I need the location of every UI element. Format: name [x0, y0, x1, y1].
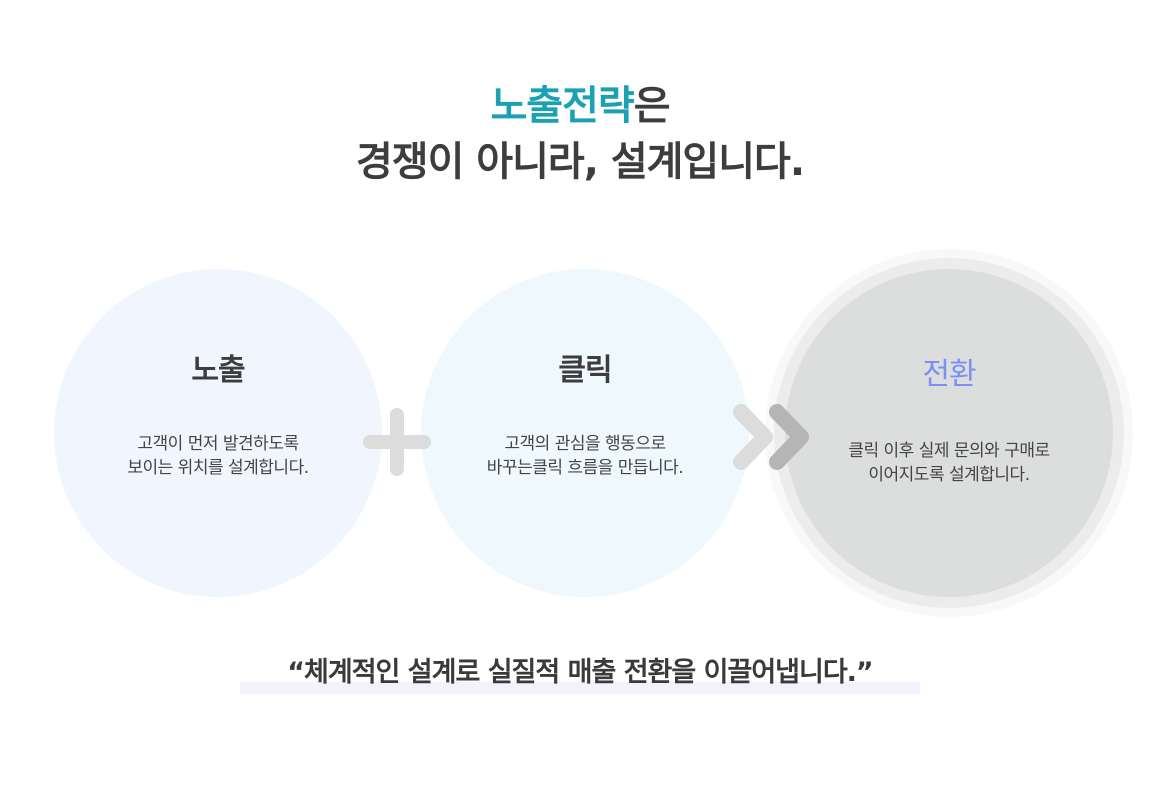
headline-line-1: 노출전략은	[0, 78, 1160, 134]
tagline-highlight	[240, 682, 920, 694]
step-description: 고객이 먼저 발견하도록 보이는 위치를 설계합니다.	[54, 432, 382, 480]
step-description: 고객의 관심을 행동으로 바꾸는클릭 흐름을 만듭니다.	[421, 432, 749, 480]
headline: 노출전략은 경쟁이 아니라, 설계입니다.	[0, 78, 1160, 190]
step-description-line: 고객의 관심을 행동으로	[504, 434, 666, 454]
step-circle-exposure: 노출 고객이 먼저 발견하도록 보이는 위치를 설계합니다.	[54, 269, 382, 597]
headline-line-1-rest: 은	[633, 83, 671, 129]
headline-accent: 노출전략	[490, 83, 634, 129]
step-description-line: 보이는 위치를 설계합니다.	[127, 458, 309, 478]
step-title: 노출	[191, 353, 245, 388]
step-description-line: 이어지도록 설계합니다.	[868, 465, 1030, 485]
step-description-line: 클릭 이후 실제 문의와 구매로	[848, 441, 1050, 461]
double-chevron-right-icon	[731, 403, 813, 471]
headline-line-2: 경쟁이 아니라, 설계입니다.	[355, 139, 805, 185]
step-description-line: 고객이 먼저 발견하도록	[137, 434, 299, 454]
plus-icon	[363, 408, 431, 476]
step-circle-conversion: 전환 클릭 이후 실제 문의와 구매로 이어지도록 설계합니다.	[785, 269, 1113, 597]
tagline-text: “체계적인 설계로 실질적 매출 전환을 이끌어냅니다.”	[287, 657, 873, 688]
step-circle-click: 클릭 고객의 관심을 행동으로 바꾸는클릭 흐름을 만듭니다.	[421, 269, 749, 597]
step-title: 클릭	[558, 353, 612, 388]
step-description: 클릭 이후 실제 문의와 구매로 이어지도록 설계합니다.	[785, 439, 1113, 487]
step-title: 전환	[922, 357, 976, 392]
tagline: “체계적인 설계로 실질적 매출 전환을 이끌어냅니다.”	[240, 650, 920, 696]
step-description-line: 바꾸는클릭 흐름을 만듭니다.	[486, 458, 684, 478]
